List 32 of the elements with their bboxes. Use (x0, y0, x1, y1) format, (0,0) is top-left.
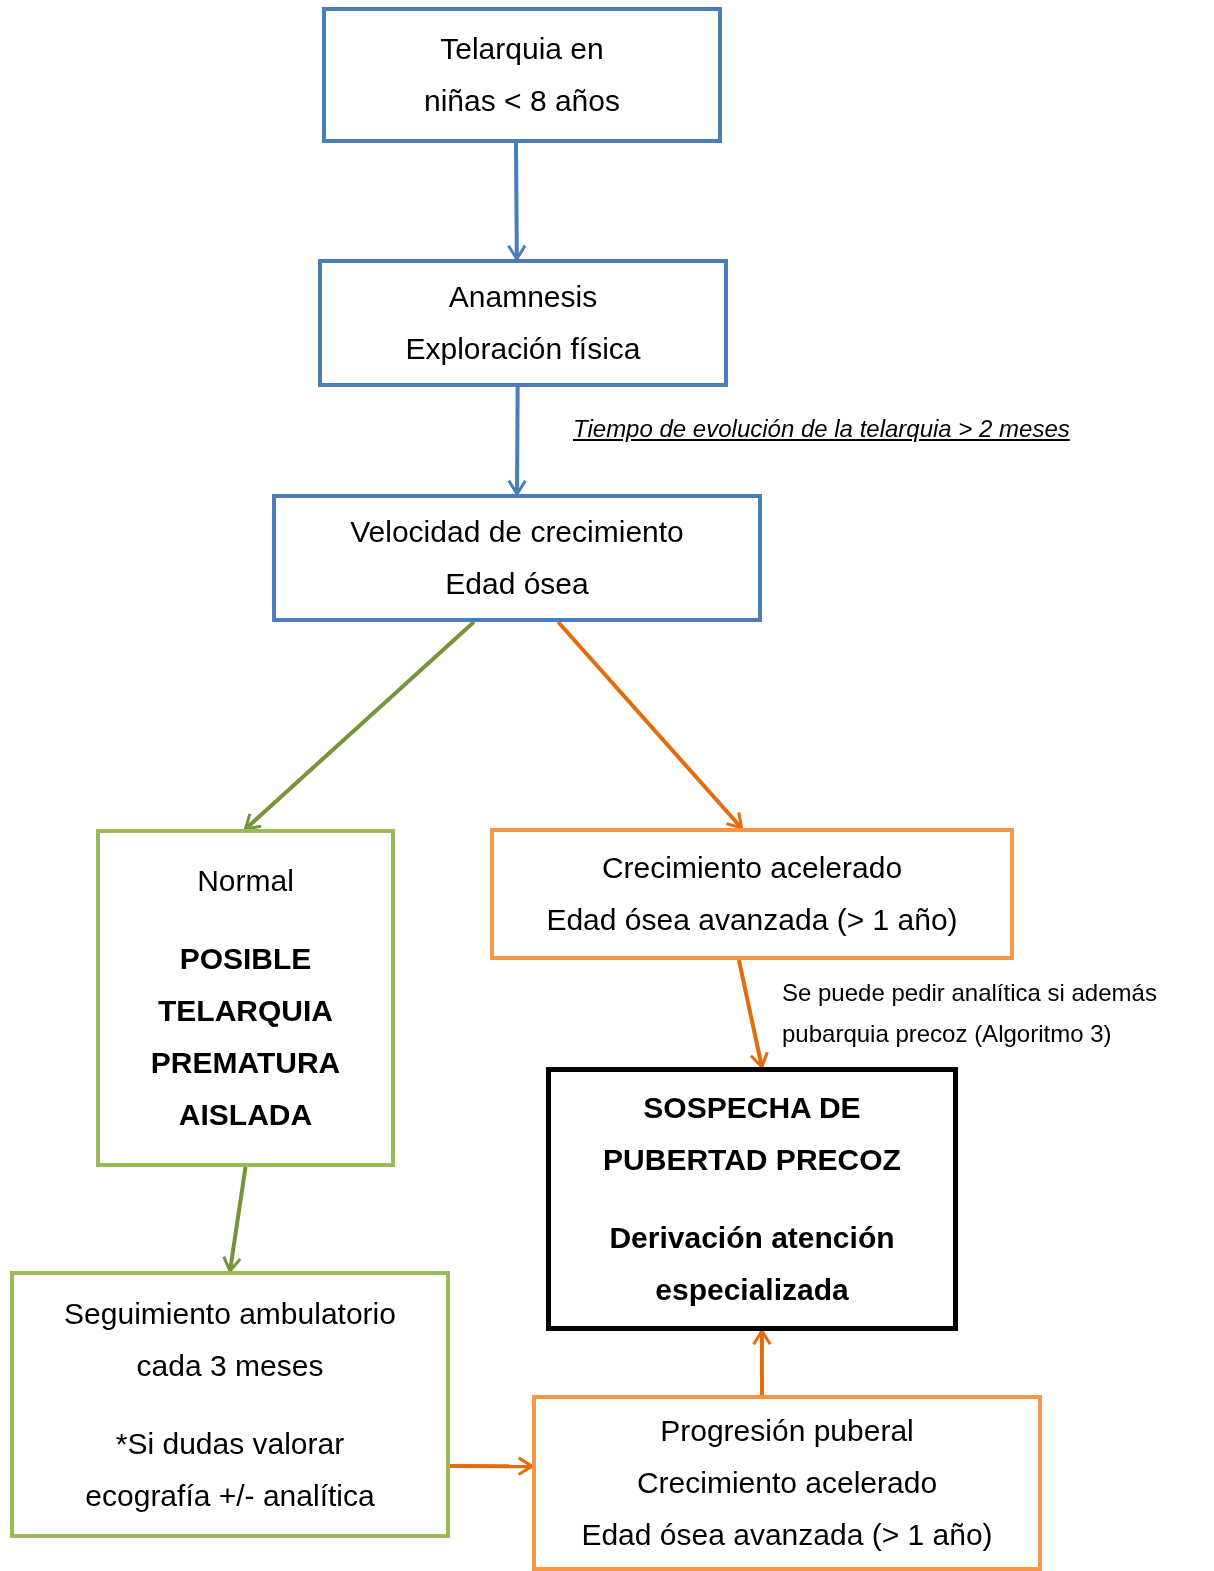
arrow (752, 1329, 772, 1395)
process-box (532, 1395, 1042, 1571)
arrow (507, 387, 527, 496)
arrow (736, 959, 769, 1069)
box-text: Edad ósea avanzada (> 1 año) (546, 902, 958, 938)
process-box (96, 829, 395, 1167)
process-box (322, 7, 722, 143)
box-text: Telarquia en niñas < 8 años (423, 31, 621, 119)
box-text: Edad ósea avanzada (> 1 año) (581, 1517, 993, 1553)
arrow (506, 143, 527, 261)
process-box (546, 1067, 958, 1331)
box-text: Anamnesis (448, 279, 598, 315)
box-text: Normal (197, 863, 294, 899)
arrow (222, 1166, 248, 1273)
box-text: SOSPECHA DE PUBERTAD PRECOZ (602, 1090, 902, 1178)
box-text: Progresión puberal (660, 1413, 914, 1449)
box-text: Derivación atención especializada (608, 1220, 896, 1308)
box-text: Crecimiento acelerado (636, 1465, 938, 1501)
arrow (244, 620, 476, 831)
box-text: Seguimiento ambulatorio cada 3 meses (63, 1295, 397, 1384)
process-box (10, 1271, 450, 1538)
box-text: Crecimiento acelerado (601, 850, 903, 886)
box-text: POSIBLE TELARQUIA PREMATURA AISLADA (149, 941, 342, 1133)
box-text: Velocidad de crecimiento (350, 514, 684, 550)
process-box (490, 828, 1014, 960)
arrow (556, 620, 743, 830)
process-box (272, 494, 762, 622)
box-text: Exploración física (405, 331, 641, 367)
process-box (318, 259, 728, 387)
box-text: Edad ósea (445, 566, 589, 602)
arrow (450, 1456, 534, 1477)
box-text: *Si dudas valorar ecografía +/- analítica (84, 1425, 376, 1514)
